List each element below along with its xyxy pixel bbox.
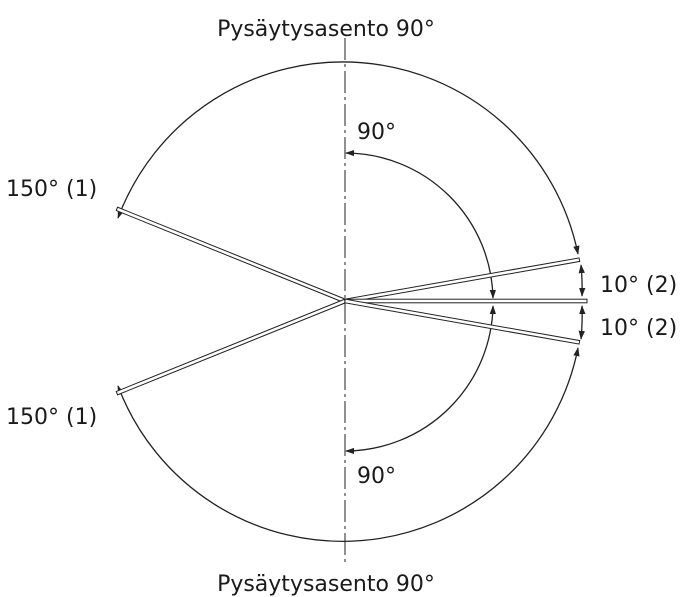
outer-arc-upper [117,61,580,255]
label-inner-top: 90° [357,120,396,145]
label-left-lower: 150° (1) [6,405,97,430]
outer-arc-lower [117,347,580,543]
label-bottom: Pysäytysasento 90° [217,572,435,597]
inner-arc-lower [345,305,496,455]
small-arc-upper [578,264,586,297]
blade-left-upper [115,206,347,304]
label-right-upper: 10° (2) [600,273,677,298]
blade-right-upper [344,257,581,304]
blade-right-lower [344,298,581,345]
inner-arc-upper [345,149,496,299]
small-arc-lower [578,305,586,340]
label-right-lower: 10° (2) [600,316,677,341]
label-top: Pysäytysasento 90° [217,17,435,42]
blade-left-lower [115,298,347,396]
label-left-upper: 150° (1) [6,177,97,202]
blade-right-center [344,298,588,304]
label-inner-bottom: 90° [357,464,396,489]
